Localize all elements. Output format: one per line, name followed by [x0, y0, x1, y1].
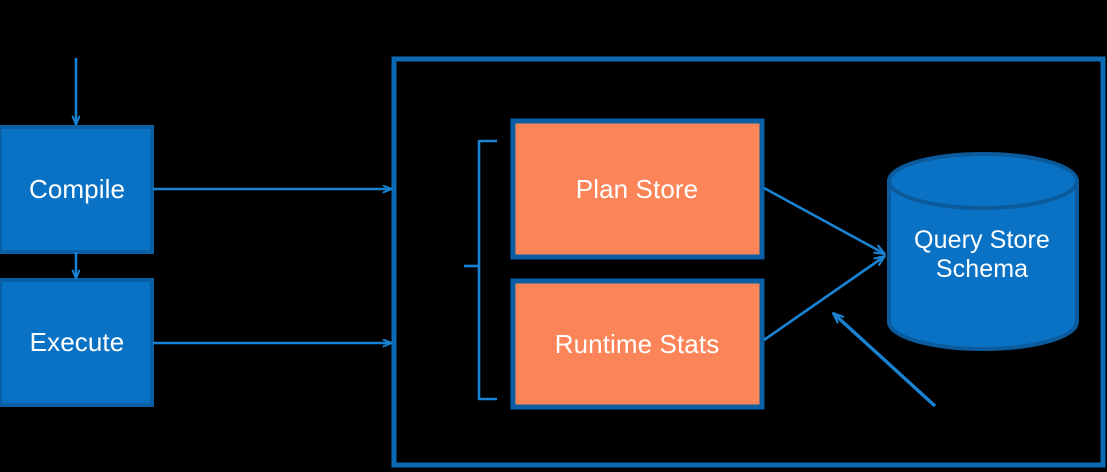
query-store-container [391, 56, 1106, 468]
external-to-schema-arrow [831, 311, 937, 408]
execute-box[interactable] [0, 278, 154, 407]
query-store-schema-cylinder[interactable] [887, 152, 1079, 351]
compile-box[interactable] [0, 125, 154, 254]
runtime-stats-box[interactable] [510, 278, 765, 410]
plan-store-to-schema-arrow [763, 186, 885, 256]
plan-store-box[interactable] [510, 118, 765, 260]
runtime-stats-to-schema-arrow [763, 254, 885, 342]
store-group-bracket [464, 139, 497, 401]
